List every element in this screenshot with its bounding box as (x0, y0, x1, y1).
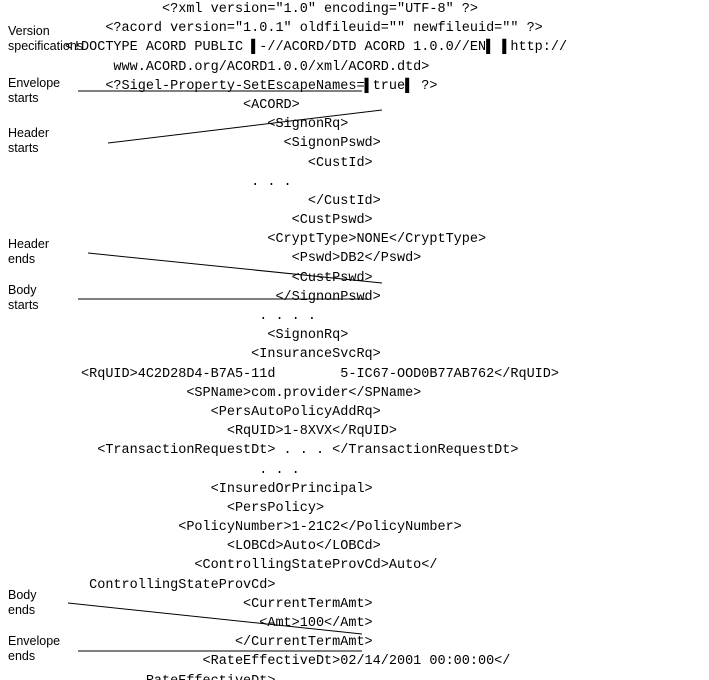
line-sigel-pi: <?Sigel-Property-SetEscapeNames=▌true▌ ?… (0, 78, 438, 94)
line-ellipsis-3: . . . (0, 462, 300, 478)
line-xml-decl: <?xml version="1.0" encoding="UTF-8" ?> (0, 2, 478, 17)
annotation-body-starts: Body starts (8, 283, 39, 312)
line-signonrq-close: <SignonRq> (0, 328, 349, 344)
line-controllingstate-1: <ControllingStateProvCd>Auto</ (0, 558, 438, 574)
line-rquid-outer: <RqUID>4C2D28D4-B7A5-11d 5-IC67-OOD0B77A… (0, 366, 559, 382)
line-insuredorprincipal: <InsuredOrPrincipal> (0, 481, 373, 497)
line-pswd: <Pswd>DB2</Pswd> (0, 251, 422, 267)
line-controllingstate-2: ControllingStateProvCd> (0, 577, 276, 593)
line-crypttype: <CryptType>NONE</CryptType> (0, 232, 487, 248)
annotation-header-starts: Header starts (8, 126, 49, 155)
line-custid-close: </CustId> (0, 193, 381, 209)
annotation-header-ends: Header ends (8, 237, 49, 266)
line-doctype-2: www.ACORD.org/ACORD1.0.0/xml/ACORD.dtd> (0, 59, 430, 75)
line-perspolicy-open: <PersPolicy> (0, 500, 325, 516)
line-signonrq-open: <SignonRq> (0, 117, 349, 133)
line-ellipsis-2: . . . . (0, 309, 316, 324)
line-signonpswd-close: </SignonPswd> (0, 289, 381, 305)
line-rateeffectivedt-1: <RateEffectiveDt>02/14/2001 00:00:00</ (0, 654, 511, 670)
line-currenttermamt-open: <CurrentTermAmt> (0, 596, 373, 612)
line-ellipsis-1: . . . (0, 174, 292, 190)
line-policynumber: <PolicyNumber>1-21C2</PolicyNumber> (0, 520, 462, 536)
line-insurancesvcrq-open: <InsuranceSvcRq> (0, 347, 381, 363)
line-currenttermamt-close: </CurrentTermAmt> (0, 635, 373, 651)
line-acord-open: <ACORD> (0, 97, 300, 113)
annotation-version-specifications: Version specifications (8, 24, 84, 53)
annotation-envelope-starts: Envelope starts (8, 76, 61, 105)
line-lobcd: <LOBCd>Auto</LOBCd> (0, 539, 381, 555)
line-persauto-open: <PersAutoPolicyAddRq> (0, 404, 381, 420)
line-doctype-1: <!DOCTYPE ACORD PUBLIC ▌-//ACORD/DTD ACO… (0, 40, 568, 56)
line-custpswd-open: <CustPswd> (0, 213, 373, 229)
annotation-body-ends: Body ends (8, 588, 37, 617)
line-spname: <SPName>com.provider</SPName> (0, 385, 422, 401)
line-rateeffectivedt-2: RateEffectiveDt> (0, 672, 709, 680)
line-amt: <Amt>100</Amt> (0, 616, 373, 631)
line-custid-open: <CustId> (0, 155, 373, 171)
line-custpswd-close: <CustPswd> (0, 270, 373, 286)
line-acord-pi: <?acord version="1.0.1" oldfileuid="" ne… (0, 21, 543, 37)
line-transactionrequestdt: <TransactionRequestDt> . . . </Transacti… (0, 443, 519, 459)
line-signonpswd-open: <SignonPswd> (0, 136, 381, 152)
annotation-envelope-ends: Envelope ends (8, 634, 61, 663)
line-rquid-inner: <RqUID>1-8XVX</RqUID> (0, 424, 397, 440)
